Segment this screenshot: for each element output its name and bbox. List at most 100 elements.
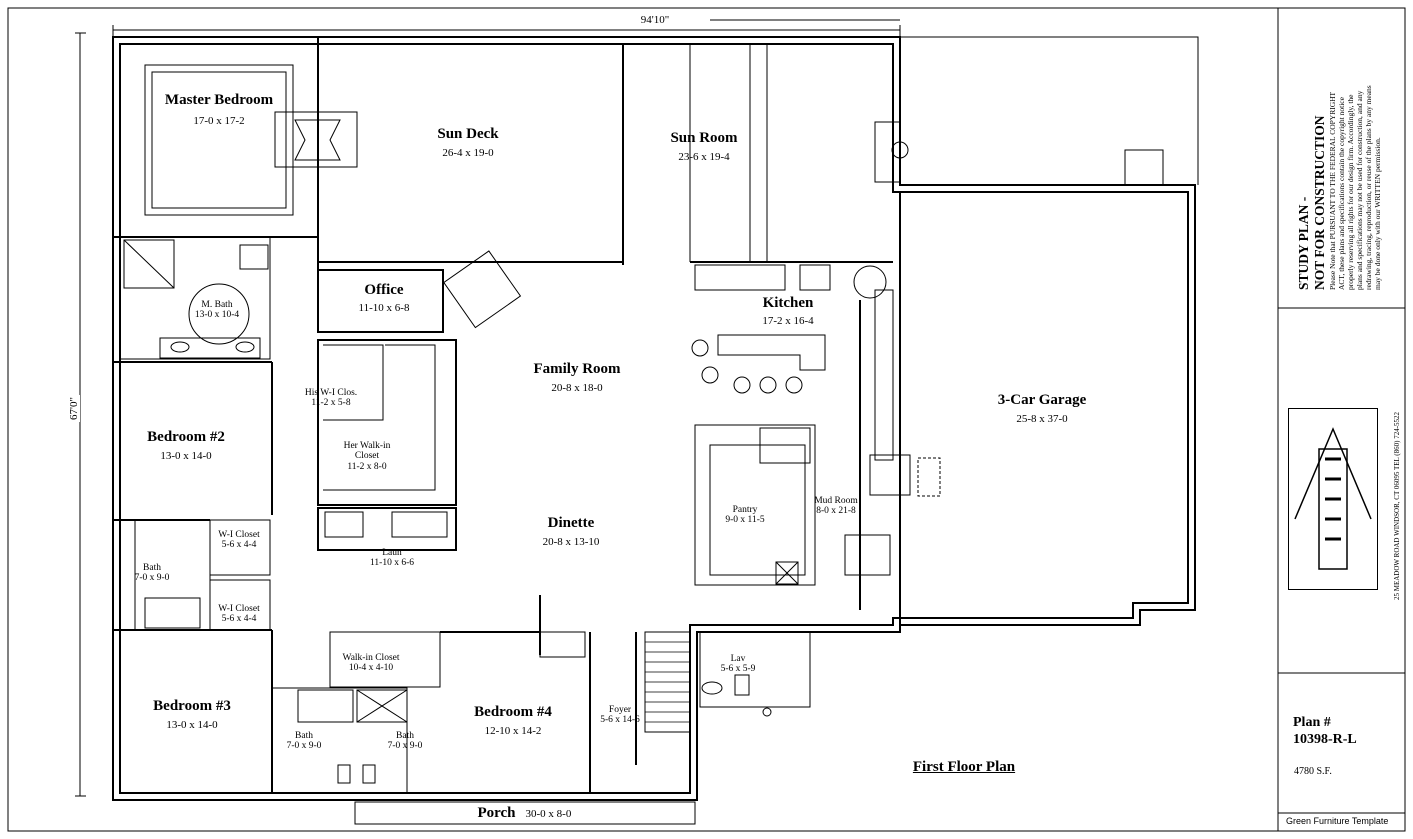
room-name: Lav bbox=[730, 654, 746, 664]
square-footage: 4780 S.F. bbox=[1294, 766, 1332, 777]
bathtub-1 bbox=[144, 597, 201, 629]
copyright-notice: Please Note that PURSUANT TO THE FEDERAL… bbox=[1328, 85, 1382, 290]
room-size: 13-0 x 14-0 bbox=[160, 449, 212, 462]
room-size: 13-0 x 14-0 bbox=[166, 718, 218, 731]
room-size: 8-0 x 21-8 bbox=[816, 506, 856, 517]
room-name: Pantry bbox=[732, 505, 758, 515]
room-laun: Laun 11-10 x 6-6 bbox=[370, 548, 414, 569]
room-bedroom-2: Bedroom #2 13-0 x 14-0 bbox=[147, 429, 225, 462]
plan-number-block: Plan # 10398-R-L bbox=[1293, 714, 1357, 748]
room-size: 10-4 x 4-10 bbox=[348, 663, 394, 674]
room-size: 7-0 x 9-0 bbox=[286, 741, 322, 752]
room-lav: Lav 5-6 x 5-9 bbox=[721, 654, 756, 675]
room-size: 11-2 x 8-0 bbox=[347, 461, 387, 472]
plan-number-label: Plan # bbox=[1293, 715, 1331, 730]
room-foyer: Foyer 5-6 x 14-6 bbox=[600, 705, 640, 726]
room-name: Laun bbox=[382, 548, 402, 558]
room-name: Mud Room bbox=[814, 496, 858, 506]
room-size: 17-0 x 17-2 bbox=[193, 114, 245, 127]
room-name: Office bbox=[364, 282, 404, 298]
house-logo-icon bbox=[1294, 427, 1372, 570]
warning-title-line-2: NOT FOR CONSTRUCTION bbox=[1312, 115, 1327, 290]
template-name: Green Furniture Template bbox=[1286, 816, 1389, 826]
room-wi-closet-1: W-I Closet 5-6 x 4-4 bbox=[218, 530, 259, 551]
room-name: Family Room bbox=[533, 361, 621, 377]
drawing-title: First Floor Plan bbox=[912, 759, 1016, 775]
room-m-bath: M. Bath 13-0 x 10-4 bbox=[195, 300, 239, 321]
room-name: Her Walk-in Closet bbox=[343, 441, 391, 462]
room-master-bedroom: Master Bedroom 17-0 x 17-2 bbox=[165, 92, 273, 127]
plan-number: 10398-R-L bbox=[1293, 732, 1357, 747]
room-name: Bedroom #2 bbox=[147, 429, 225, 445]
bathtub-2 bbox=[297, 689, 354, 723]
sheet-border bbox=[7, 7, 1406, 832]
mud-room-stairs bbox=[869, 454, 911, 496]
room-porch: Porch 30-0 x 8-0 bbox=[477, 805, 571, 822]
room-kitchen: Kitchen 17-2 x 16-4 bbox=[762, 295, 813, 327]
room-size: 25-8 x 37-0 bbox=[1016, 412, 1068, 425]
room-size: 11-10 x 6-6 bbox=[370, 558, 414, 569]
room-name: Sun Room bbox=[670, 130, 738, 146]
room-size: 9-0 x 11-5 bbox=[725, 515, 765, 526]
room-size: 20-8 x 13-10 bbox=[542, 535, 600, 548]
room-name: Bath bbox=[396, 731, 414, 741]
room-her-closet: Her Walk-in Closet 11-2 x 8-0 bbox=[332, 441, 402, 472]
company-logo bbox=[1288, 408, 1378, 590]
room-name: Porch bbox=[477, 805, 516, 821]
room-name: Dinette bbox=[547, 515, 595, 531]
overall-width-label: 94'10" bbox=[638, 14, 672, 27]
room-size: 26-4 x 19-0 bbox=[442, 146, 494, 159]
room-bedroom-3: Bedroom #3 13-0 x 14-0 bbox=[153, 698, 231, 731]
room-name: W-I Closet bbox=[218, 604, 260, 614]
room-size: 5-6 x 4-4 bbox=[221, 614, 257, 625]
room-name: Master Bedroom bbox=[164, 92, 274, 108]
room-dinette: Dinette 20-8 x 13-10 bbox=[543, 515, 600, 548]
room-size: 12-10 x 14-2 bbox=[484, 724, 542, 737]
room-size: 7-0 x 9-0 bbox=[387, 741, 423, 752]
room-size: 5-6 x 14-6 bbox=[600, 715, 640, 726]
room-name: M. Bath bbox=[201, 300, 233, 310]
room-garage: 3-Car Garage 25-8 x 37-0 bbox=[998, 392, 1086, 425]
room-name: Foyer bbox=[608, 705, 632, 715]
room-name: Walk-in Closet bbox=[342, 653, 400, 663]
room-size: 13-0 x 10-4 bbox=[194, 310, 240, 321]
kitchen-island bbox=[717, 334, 826, 371]
porch-outline bbox=[354, 801, 696, 825]
room-family-room: Family Room 20-8 x 18-0 bbox=[533, 361, 620, 394]
room-name: Bath bbox=[143, 563, 161, 573]
room-walkin-closet: Walk-in Closet 10-4 x 4-10 bbox=[340, 653, 402, 674]
room-size: 23-6 x 19-4 bbox=[678, 150, 730, 163]
garage-post bbox=[1124, 149, 1164, 186]
study-plan-warning: STUDY PLAN - NOT FOR CONSTRUCTION Please… bbox=[1296, 50, 1382, 290]
fireplace bbox=[274, 111, 358, 168]
room-name: His W-I Clos. bbox=[304, 388, 358, 398]
room-size: 30-0 x 8-0 bbox=[525, 808, 572, 820]
room-bath-3: Bath 7-0 x 9-0 bbox=[388, 731, 423, 752]
room-name: W-I Closet bbox=[218, 530, 260, 540]
room-name: Bath bbox=[295, 731, 313, 741]
room-size: 7-0 x 9-0 bbox=[134, 573, 170, 584]
room-bath-2: Bath 7-0 x 9-0 bbox=[287, 731, 322, 752]
company-address: 25 MEADOW ROAD WINDSOR, CT 06095 TEL (86… bbox=[1393, 411, 1401, 600]
room-wi-closet-2: W-I Closet 5-6 x 4-4 bbox=[218, 604, 259, 625]
overall-depth-label: 67'0" bbox=[68, 395, 80, 422]
room-size: 5-6 x 5-9 bbox=[720, 664, 756, 675]
room-his-closet: His W-I Clos. 11-2 x 5-8 bbox=[305, 388, 357, 409]
room-sun-room: Sun Room 23-6 x 19-4 bbox=[670, 130, 737, 163]
room-bedroom-4: Bedroom #4 12-10 x 14-2 bbox=[474, 704, 552, 737]
room-name: Bedroom #3 bbox=[153, 698, 231, 714]
warning-title-line-1: STUDY PLAN - bbox=[1296, 196, 1311, 290]
room-size: 20-8 x 18-0 bbox=[551, 381, 603, 394]
shower bbox=[123, 239, 175, 289]
room-office: Office 11-10 x 6-8 bbox=[359, 282, 410, 314]
room-name: 3-Car Garage bbox=[997, 392, 1087, 408]
room-size: 5-6 x 4-4 bbox=[221, 540, 257, 551]
room-size: 11-2 x 5-8 bbox=[311, 398, 351, 409]
room-name: Kitchen bbox=[762, 295, 814, 311]
room-size: 11-10 x 6-8 bbox=[358, 301, 410, 314]
room-size: 17-2 x 16-4 bbox=[762, 314, 814, 327]
room-name: Bedroom #4 bbox=[474, 704, 552, 720]
room-mud-room: Mud Room 8-0 x 21-8 bbox=[814, 496, 858, 517]
room-pantry: Pantry 9-0 x 11-5 bbox=[725, 505, 764, 526]
